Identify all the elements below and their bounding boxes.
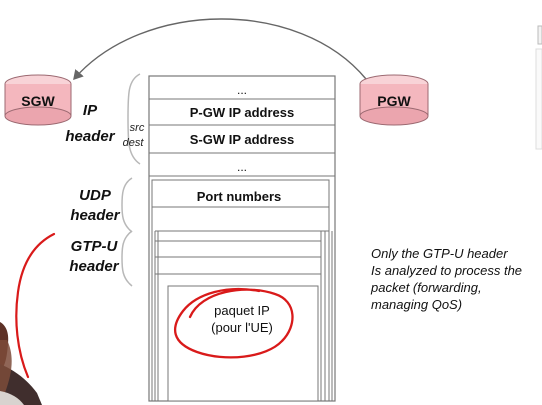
udp-header-label: header [70,207,120,224]
udp-header-brace [121,177,133,233]
gtpu-header-brace [121,230,133,287]
red-circle-annotation [173,287,294,359]
pgw-label: PGW [377,93,411,109]
ip-top-dots: ... [237,83,247,97]
pgw-router: PGW [359,74,429,126]
sgw-router: SGW [4,74,72,126]
gtpu-label: GTP-U [71,238,119,255]
sgw-label: SGW [21,93,55,109]
ip-label: IP [83,102,98,119]
ip-header-label: header [65,128,115,145]
payload-line-2: (pour l'UE) [211,320,273,335]
udp-port-numbers: Port numbers [197,189,282,204]
partial-right-panel [535,25,542,150]
note-line-3: packet (forwarding, [370,280,482,295]
forwarding-arc-arrow [73,18,367,81]
ip-bottom-dots: ... [237,160,247,174]
note-line-4: managing QoS) [371,297,462,312]
red-annotation-curve [15,232,56,379]
udp-label: UDP [79,187,112,204]
note-line-2: Is analyzed to process the [371,263,522,278]
ip-header-brace [127,73,141,165]
packet-stack [148,75,336,402]
payload-line-1: paquet IP [214,303,270,318]
pgw-ip-address: P-GW IP address [190,105,295,120]
gtpu-header-label: header [69,258,119,275]
note-line-1: Only the GTP-U header [371,246,508,261]
presenter-overlay [0,322,42,405]
sgw-ip-address: S-GW IP address [190,132,295,147]
src-label: src [130,122,145,134]
dest-label: dest [123,137,145,149]
